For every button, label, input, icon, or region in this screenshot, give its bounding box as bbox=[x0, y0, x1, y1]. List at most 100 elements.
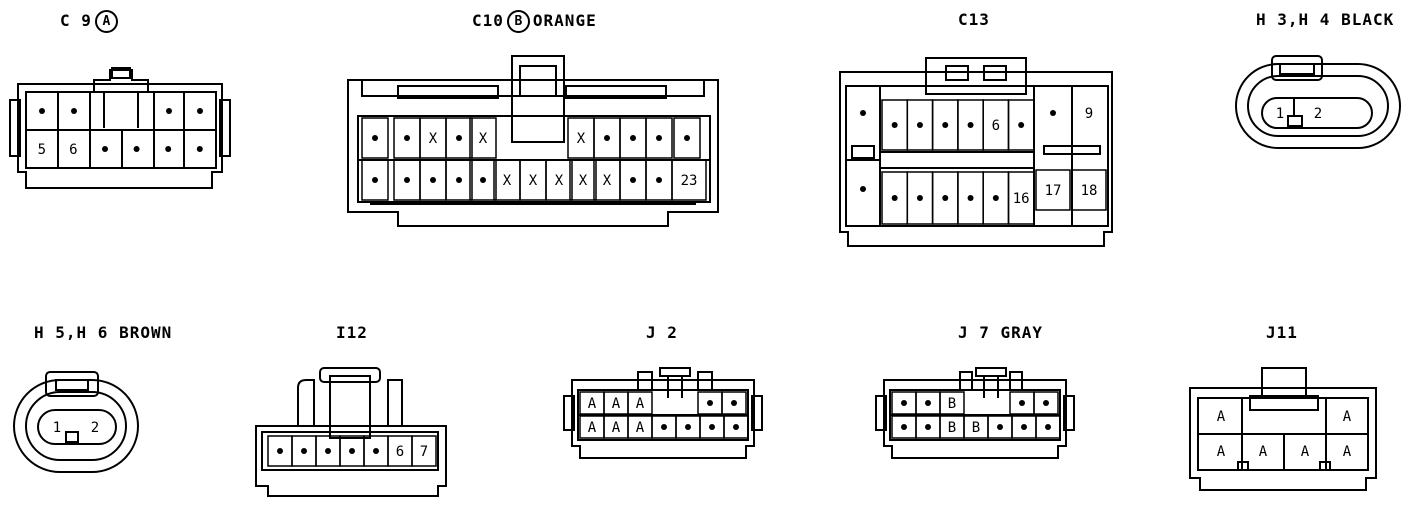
c10-top-7 bbox=[630, 135, 636, 141]
c10-top-4-cell bbox=[469, 117, 497, 159]
c13-rbot-1: 18 bbox=[1081, 183, 1098, 199]
c13-bottom-5: 16 bbox=[1013, 191, 1030, 207]
j7-bottom-6-cell bbox=[1035, 415, 1061, 439]
c13-rbot-0-cell bbox=[1035, 169, 1071, 211]
j2-bottom-0: A bbox=[588, 420, 597, 436]
c10-top-1 bbox=[404, 135, 410, 141]
j2-bottom-6-cell bbox=[723, 415, 749, 439]
j7-bottom-0 bbox=[901, 424, 907, 430]
j11-bottom-3: A bbox=[1343, 444, 1352, 460]
label-c10-suffix: ORANGE bbox=[532, 11, 597, 30]
c10-bottom-12-cell bbox=[671, 159, 707, 201]
j2-top-left-0: A bbox=[588, 396, 597, 412]
connector-h3h4 bbox=[1235, 55, 1401, 149]
c10-bottom-8-cell bbox=[569, 159, 597, 201]
connector-j2 bbox=[563, 367, 763, 459]
i12-pin-5: 6 bbox=[396, 444, 404, 460]
j7-bottom-1 bbox=[925, 424, 931, 430]
c10-bottom-4-cell bbox=[469, 159, 497, 201]
c10-top-3 bbox=[456, 135, 462, 141]
c10-bottom-9: X bbox=[603, 173, 612, 189]
h3h4-pin-1: 2 bbox=[1314, 106, 1322, 122]
j2-top-right-1-cell bbox=[721, 391, 747, 415]
c10-bottom-4 bbox=[480, 177, 486, 183]
c13-bottom-3 bbox=[967, 195, 974, 201]
j7-top-left-2: B bbox=[948, 396, 956, 412]
c9-top-3 bbox=[197, 108, 203, 114]
i12-pin-3 bbox=[349, 448, 355, 454]
j7-top-right-1 bbox=[1043, 400, 1049, 406]
j7-top-right-1-cell bbox=[1033, 391, 1059, 415]
c10-top-2: X bbox=[429, 131, 438, 147]
c13-bottom-5-cell bbox=[1007, 171, 1035, 225]
c13-bottom-4 bbox=[992, 195, 999, 201]
j2-top-left-1: A bbox=[612, 396, 621, 412]
c9-bottom-4 bbox=[165, 146, 172, 152]
j2-top-left-2-cell bbox=[627, 391, 653, 415]
c9-bottom-0: 5 bbox=[38, 142, 46, 158]
c13-top-1 bbox=[916, 122, 923, 128]
j7-top-left-2-cell bbox=[939, 391, 965, 415]
c10-bottom-11 bbox=[656, 177, 662, 183]
h5h6-pin-0: 1 bbox=[53, 420, 61, 436]
j11-bottom-2: A bbox=[1301, 444, 1310, 460]
connector-c9 bbox=[9, 67, 231, 189]
c13-top-4: 6 bbox=[992, 118, 1000, 134]
j2-bottom-4 bbox=[685, 424, 691, 430]
j7-top-left-1 bbox=[925, 400, 931, 406]
h5h6-pin-1: 2 bbox=[91, 420, 99, 436]
label-j11: J11 bbox=[1266, 323, 1298, 342]
i12-pin-6: 7 bbox=[420, 444, 428, 460]
j7-bottom-5 bbox=[1021, 424, 1027, 430]
c10-bottom-10 bbox=[630, 177, 636, 183]
c9-bottom-1: 6 bbox=[69, 142, 77, 158]
j2-bottom-6 bbox=[733, 424, 739, 430]
j11-bottom-0: A bbox=[1217, 444, 1226, 460]
c10-bottom-3 bbox=[456, 177, 462, 183]
j2-bottom-3 bbox=[661, 424, 667, 430]
j2-top-right-0 bbox=[707, 400, 713, 406]
j11-top-1: A bbox=[1343, 409, 1352, 425]
label-h3h4: H 3,H 4 BLACK bbox=[1256, 10, 1395, 29]
c10-top-8 bbox=[656, 135, 662, 141]
j7-top-right-0 bbox=[1019, 400, 1025, 406]
c10-top-6 bbox=[604, 135, 610, 141]
c10-top-0-cell bbox=[361, 117, 389, 159]
c13-rbot-0: 17 bbox=[1045, 183, 1062, 199]
label-c13: C13 bbox=[958, 10, 990, 29]
c9-top-0 bbox=[39, 108, 45, 114]
c10-bottom-1 bbox=[404, 177, 410, 183]
i12-pin-1 bbox=[301, 448, 307, 454]
c13-top-5-cell bbox=[1007, 99, 1035, 151]
c10-top-0 bbox=[372, 135, 378, 141]
c13-rtop-1: 9 bbox=[1085, 106, 1093, 122]
label-h5h6: H 5,H 6 BROWN bbox=[34, 323, 173, 342]
c10-bottom-7: X bbox=[555, 173, 564, 189]
c13-left-0 bbox=[860, 110, 866, 116]
j2-top-left-2: A bbox=[636, 396, 645, 412]
c10-top-9-cell bbox=[673, 117, 701, 159]
c10-bottom-12: 23 bbox=[681, 173, 698, 189]
j7-top-left-0 bbox=[901, 400, 907, 406]
connector-i12 bbox=[255, 367, 447, 497]
c13-top-0 bbox=[891, 122, 898, 128]
i12-pin-4 bbox=[373, 448, 379, 454]
label-j7: J 7 GRAY bbox=[958, 323, 1044, 342]
c9-top-1 bbox=[71, 108, 77, 114]
j2-bottom-5 bbox=[709, 424, 715, 430]
c9-bottom-2 bbox=[102, 146, 108, 152]
c13-bottom-0 bbox=[891, 195, 898, 201]
c13-bottom-1 bbox=[916, 195, 923, 201]
i12-pin-6-cell bbox=[411, 435, 437, 467]
c13-top-5 bbox=[1018, 122, 1025, 128]
c10-bottom-0 bbox=[372, 177, 378, 183]
c10-bottom-0-cell bbox=[361, 159, 389, 201]
h3h4-pin-0: 1 bbox=[1276, 106, 1284, 122]
c13-top-2 bbox=[942, 122, 949, 128]
label-c10-prefix: C10 bbox=[472, 11, 504, 30]
c10-bottom-8: X bbox=[579, 173, 588, 189]
